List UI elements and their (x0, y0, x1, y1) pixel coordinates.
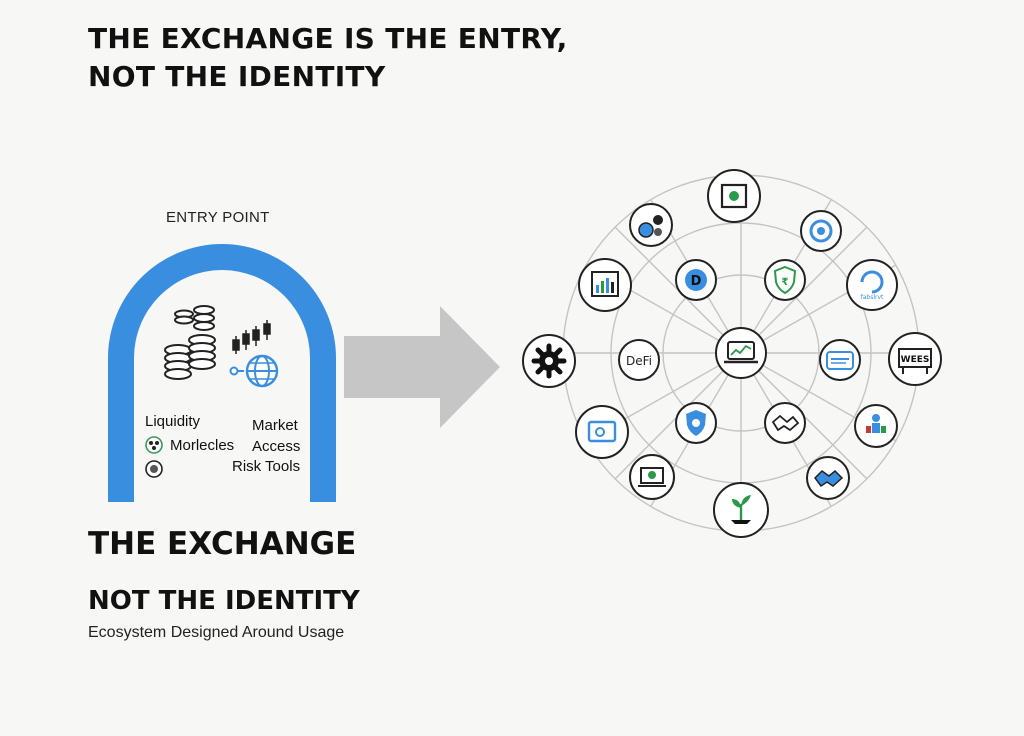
sprout-icon (713, 482, 769, 538)
market-label: Market (252, 417, 298, 434)
coin-spiral-icon (800, 210, 842, 252)
flow-arrow (344, 306, 500, 428)
access-label: Access (252, 438, 301, 455)
svg-text:D: D (691, 274, 702, 289)
arrow-shape (344, 306, 500, 428)
shield-rupee-icon: ₹ (764, 259, 806, 301)
ecosystem-network: D ₹ DeFi (522, 169, 942, 538)
exchange-title: THE EXCHANGE (88, 526, 357, 562)
billboard-icon: WEES (888, 332, 942, 386)
refresh-text-label: fabslrvt (861, 294, 884, 301)
risk-tools-label: Risk Tools (232, 458, 301, 475)
card-terminal-icon (819, 339, 861, 381)
defi-label: DeFi (626, 354, 652, 368)
arch-shape (108, 244, 336, 502)
defi-node: DeFi (618, 339, 660, 381)
identity-title: NOT THE IDENTITY (88, 586, 360, 616)
community-icon (854, 404, 898, 448)
settings-badge-icon (145, 460, 163, 478)
candlestick-chart-icon (232, 320, 271, 354)
tagline: Ecosystem Designed Around Usage (88, 624, 345, 641)
entry-point-label: ENTRY POINT (166, 209, 270, 226)
liquidity-label: Liquidity (145, 413, 201, 430)
coin-stacks-icon (164, 305, 216, 380)
hub-laptop-chart-icon (715, 327, 767, 379)
molecules-label: Morlecles (170, 437, 235, 454)
globe-network-icon (229, 354, 279, 388)
wallet-card-icon (575, 405, 629, 459)
screen-frame-icon (707, 169, 761, 223)
headline-line-1: THE EXCHANGE IS THE ENTRY, (88, 22, 568, 55)
dash-coin-icon: D (675, 259, 717, 301)
monitor-coin-icon (629, 454, 675, 500)
svg-text:₹: ₹ (782, 277, 789, 288)
entry-arch (108, 244, 336, 502)
headline: THE EXCHANGE IS THE ENTRY, NOT THE IDENT… (88, 20, 568, 96)
molecule-icon (145, 436, 163, 454)
analytics-board-icon (578, 258, 632, 312)
gear-cluster-icon (629, 203, 673, 247)
billboard-label: WEES (901, 355, 930, 365)
settings-gear-icon (522, 334, 576, 388)
shield-key-icon (675, 402, 717, 444)
handshake-outline-icon (764, 402, 806, 444)
handshake-icon (806, 456, 850, 500)
refresh-text-icon: fabslrvt (846, 259, 898, 311)
headline-line-2: NOT THE IDENTITY (88, 60, 386, 93)
